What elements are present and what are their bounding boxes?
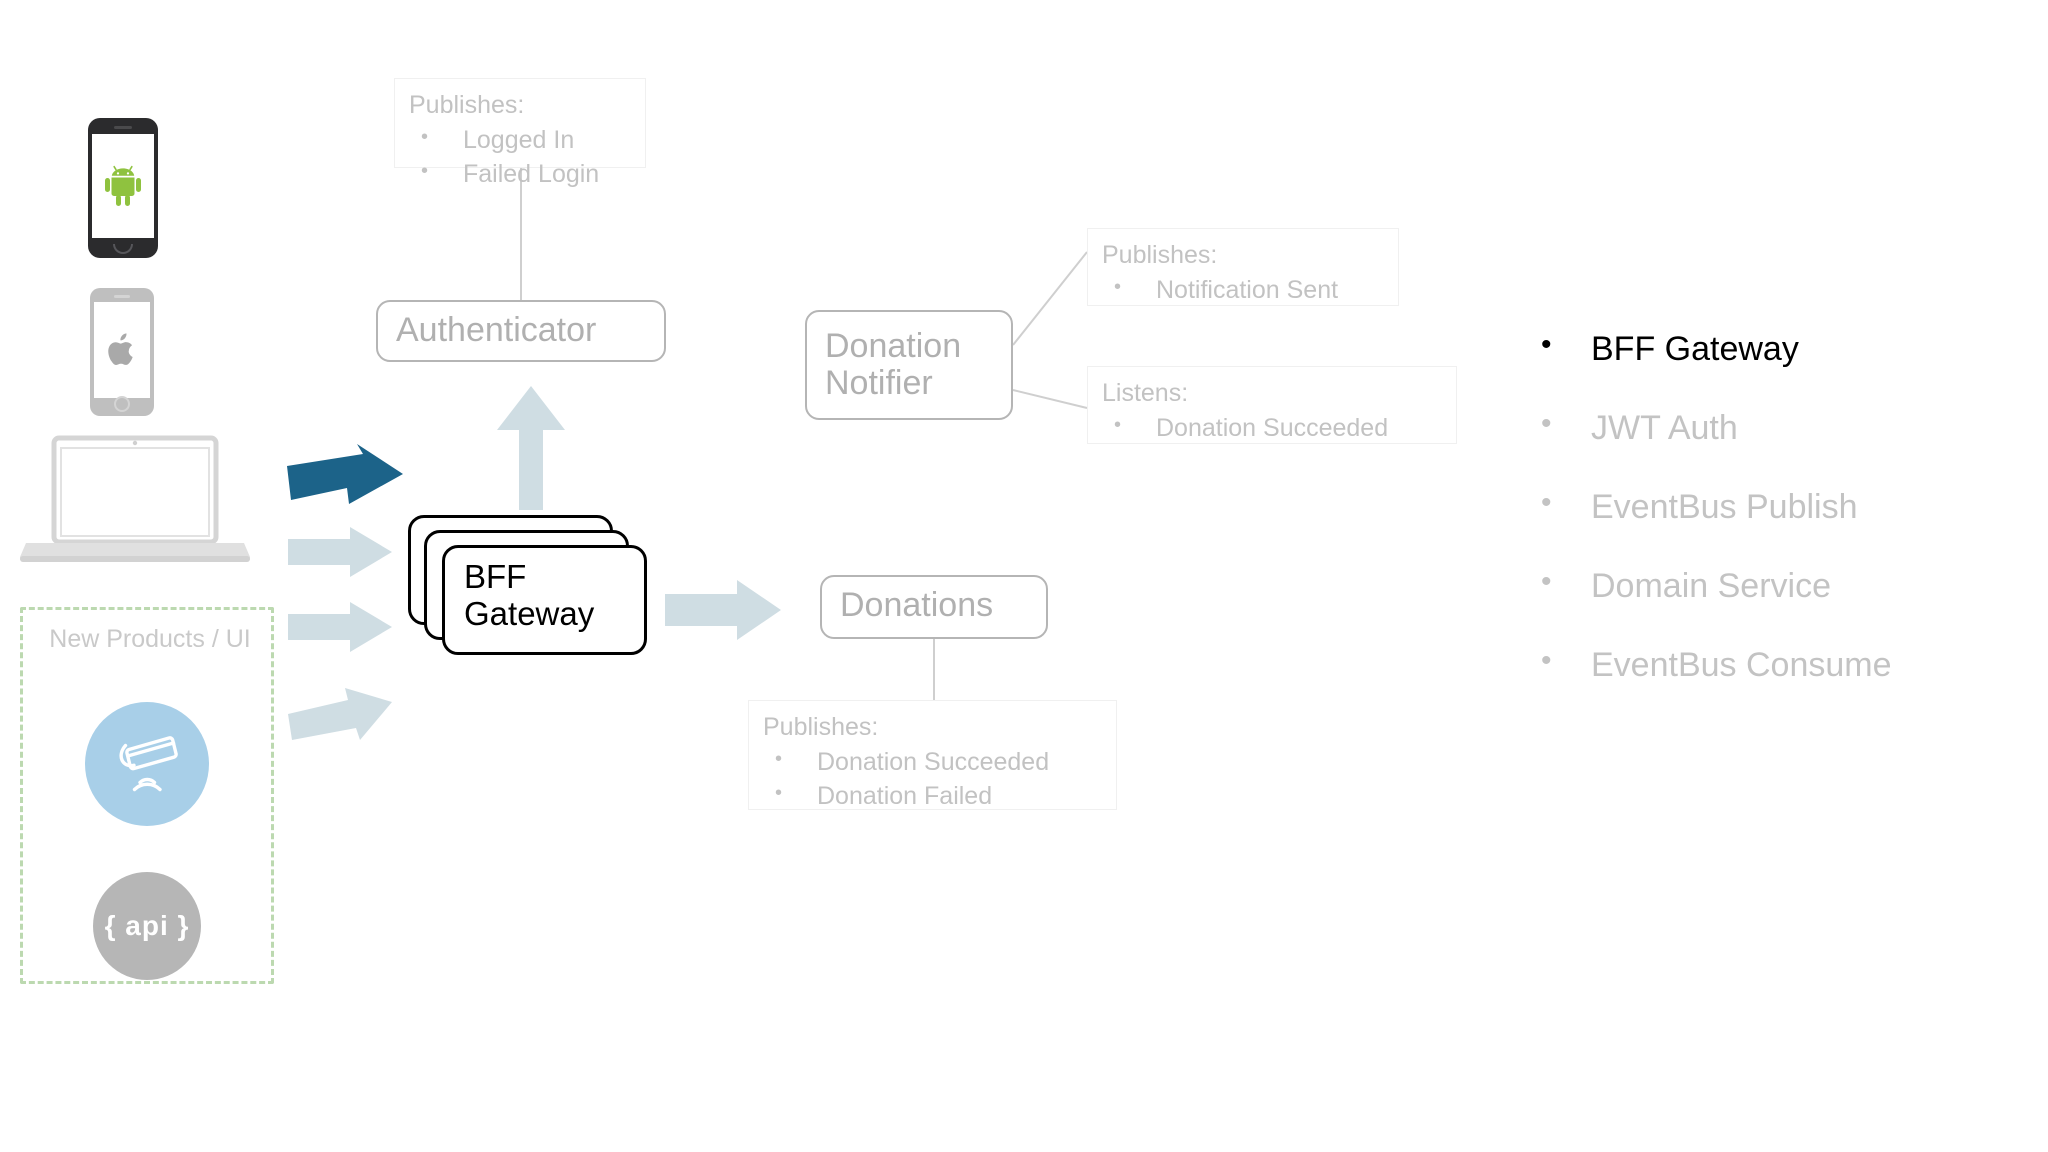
apple-logo-icon [108, 333, 133, 365]
annotation-item: Donation Succeeded [1102, 412, 1442, 445]
node-bff-gateway-label: BFF Gateway [464, 558, 595, 632]
annotation-heading: Publishes: [409, 91, 525, 119]
annotation-item: Donation Succeeded [763, 746, 1102, 779]
apple-phone-icon [90, 288, 154, 416]
node-bff-gateway[interactable]: BFF Gateway [408, 515, 648, 675]
arrow-client-to-bff-2 [288, 527, 392, 577]
agenda-item-domain-service[interactable]: Domain Service [1525, 565, 1985, 606]
annotation-list: Logged In Failed Login [409, 124, 631, 191]
phone-home-button [113, 244, 133, 254]
node-donations[interactable]: Donations [820, 575, 1048, 639]
phone-speaker [114, 295, 130, 298]
annotation-item: Logged In [409, 124, 631, 157]
annotation-list: Notification Sent [1102, 274, 1384, 307]
new-products-group: New Products / UI { api } [20, 607, 274, 984]
annotation-list: Donation Succeeded Donation Failed [763, 746, 1102, 813]
arrow-bff-to-authenticator [497, 386, 565, 510]
agenda-item-eventbus-publish[interactable]: EventBus Publish [1525, 486, 1985, 527]
node-donation-notifier[interactable]: Donation Notifier [805, 310, 1013, 420]
annotation-authenticator-publishes: Publishes: Logged In Failed Login [394, 78, 646, 188]
android-robot-icon [105, 165, 141, 206]
android-phone-icon [88, 118, 158, 258]
phone-speaker [114, 126, 132, 129]
phone-home-button [114, 396, 130, 412]
annotation-item: Donation Failed [763, 780, 1102, 813]
arrow-client-to-bff-highlighted [287, 444, 403, 504]
annotation-heading: Publishes: [1102, 241, 1218, 269]
agenda-item-jwt-auth[interactable]: JWT Auth [1525, 407, 1985, 448]
laptop-icon [20, 435, 250, 563]
arrow-client-to-bff-3 [288, 602, 392, 652]
node-authenticator[interactable]: Authenticator [376, 300, 666, 362]
annotation-list: Donation Succeeded [1102, 412, 1442, 445]
new-products-title: New Products / UI [49, 625, 251, 653]
arrow-client-to-bff-4 [288, 688, 392, 740]
api-icon: { api } [93, 872, 201, 980]
agenda-item-bff-gateway[interactable]: BFF Gateway [1525, 328, 1985, 369]
annotation-item: Failed Login [409, 158, 631, 191]
annotation-notifier-listens: Listens: Donation Succeeded [1087, 366, 1457, 444]
arrow-bff-to-donations [665, 580, 781, 640]
apple-phone-screen [94, 302, 150, 398]
annotation-heading: Listens: [1102, 379, 1189, 407]
annotation-notifier-publishes: Publishes: Notification Sent [1087, 228, 1399, 306]
android-phone-screen [92, 134, 154, 238]
agenda-item-eventbus-consume[interactable]: EventBus Consume [1525, 644, 1985, 685]
annotation-heading: Publishes: [763, 713, 879, 741]
annotation-item: Notification Sent [1102, 274, 1384, 307]
annotation-donations-publishes: Publishes: Donation Succeeded Donation F… [748, 700, 1117, 810]
bff-card-front [442, 545, 647, 655]
contactless-payment-icon [85, 702, 209, 826]
agenda-list: BFF Gateway JWT Auth EventBus Publish Do… [1525, 328, 1985, 725]
